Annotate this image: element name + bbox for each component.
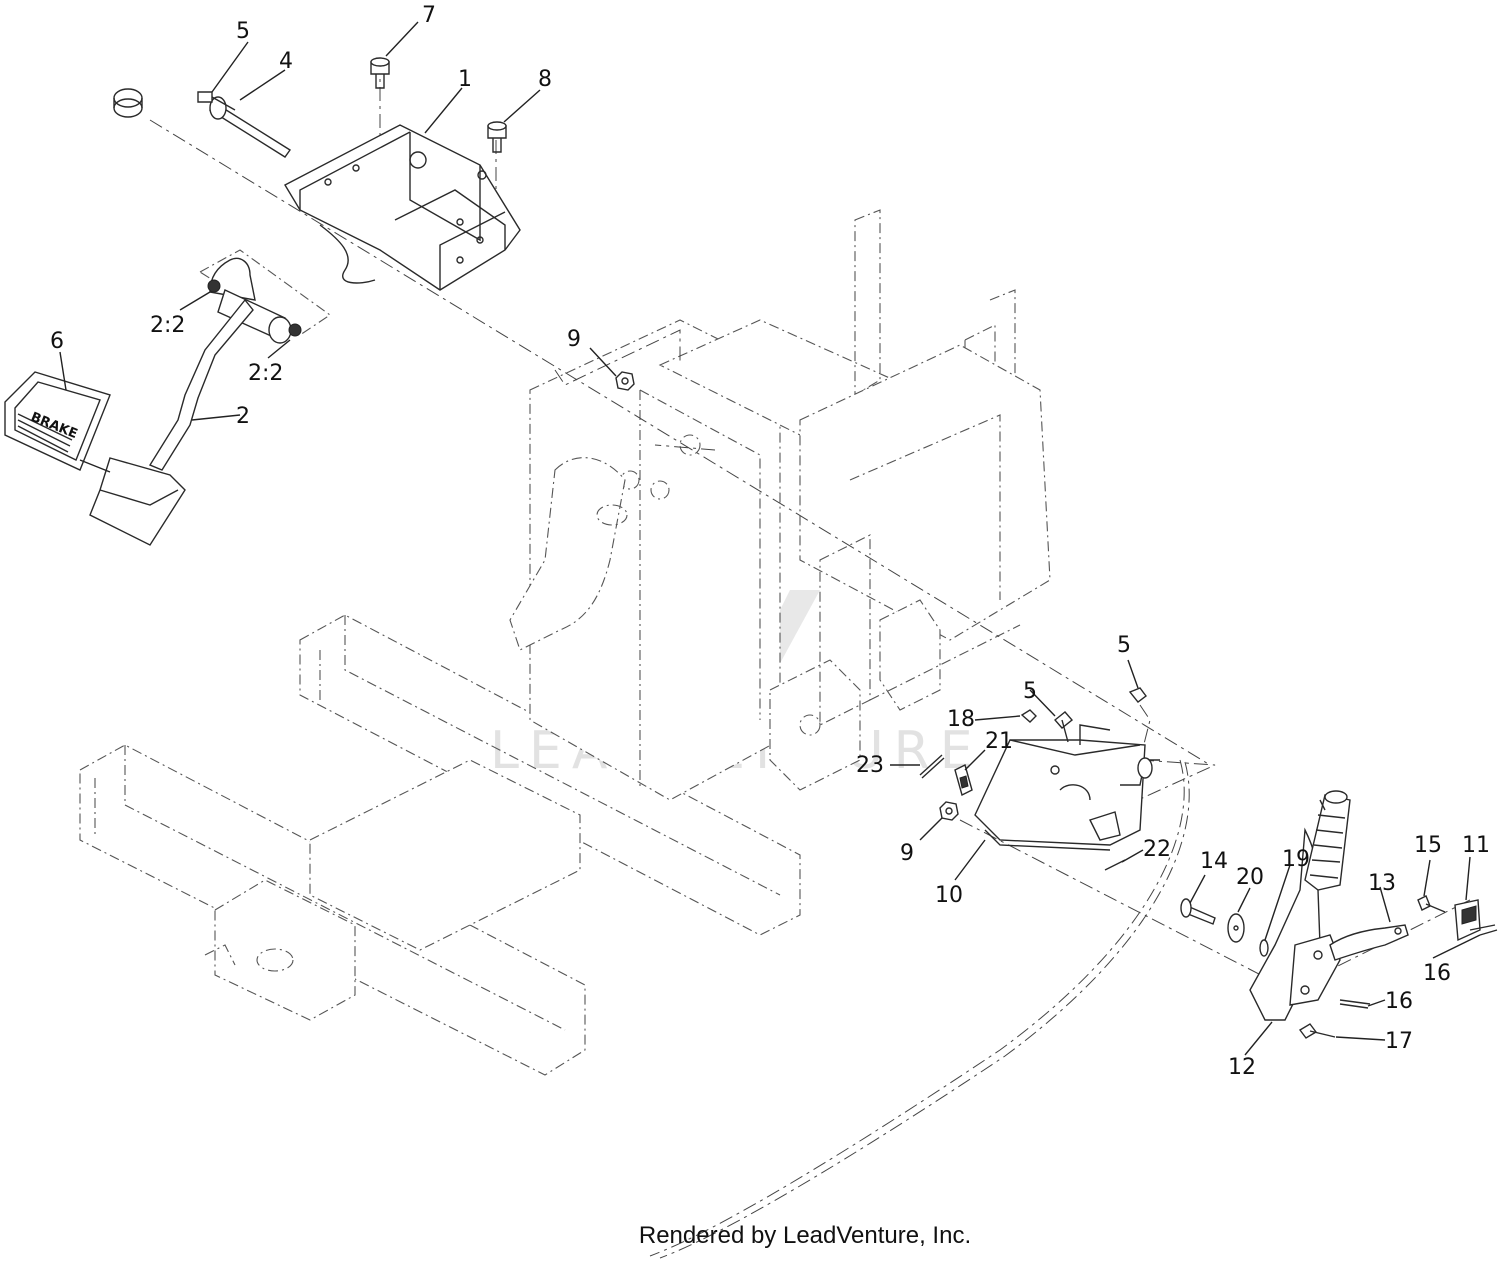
callout-18: 18 <box>947 707 975 732</box>
spring-clip <box>954 763 973 797</box>
hair-clip-16-upper <box>1469 924 1498 936</box>
callout-9-upper: 9 <box>567 327 581 352</box>
callout-19: 19 <box>1282 847 1310 872</box>
callout-16-lower: 16 <box>1385 989 1413 1014</box>
hex-nut-upper <box>615 371 635 391</box>
callout-16-upper: 16 <box>1423 961 1451 986</box>
callout-2-2-left: 2:2 <box>150 313 185 338</box>
callout-1: 1 <box>458 67 472 92</box>
hex-nut-lower <box>939 801 959 821</box>
callout-21: 21 <box>985 729 1013 754</box>
callout-23: 23 <box>856 753 884 778</box>
callout-6: 6 <box>50 329 64 354</box>
callout-5-middle: 5 <box>1023 679 1037 704</box>
callout-17: 17 <box>1385 1029 1413 1054</box>
footer-credit: Rendered by LeadVenture, Inc. <box>638 1222 972 1249</box>
cotter-pin-23 <box>919 754 945 779</box>
callout-9-lower: 9 <box>900 841 914 866</box>
screw-bracket-right <box>1128 687 1147 703</box>
callout-10: 10 <box>935 883 963 908</box>
nut-18 <box>1020 709 1037 723</box>
washer-19 <box>1259 939 1269 957</box>
bushing-cap <box>113 88 143 118</box>
callout-2-2-right: 2:2 <box>248 361 283 386</box>
park-brake-bracket <box>974 724 1160 851</box>
callout-11: 11 <box>1462 833 1490 858</box>
callout-7: 7 <box>422 3 436 28</box>
callout-8: 8 <box>538 67 552 92</box>
callout-2: 2 <box>236 404 250 429</box>
roll-pin-22 <box>1104 859 1126 871</box>
callout-14: 14 <box>1200 849 1228 874</box>
callout-4: 4 <box>279 49 293 74</box>
hair-clip-16-lower <box>1339 999 1371 1009</box>
callout-labels: 1 2 2:2 2:2 4 5 5 5 6 7 8 9 9 10 11 12 1… <box>50 3 1490 1080</box>
pedal-mount-bracket <box>284 124 521 291</box>
leader-lines <box>59 21 1481 1056</box>
cam-block <box>1454 899 1481 942</box>
bolt-15 <box>1417 895 1446 913</box>
flat-washer-20 <box>1227 913 1245 943</box>
brake-pedal-pad: BRAKE <box>4 371 186 546</box>
brake-pedal-arm <box>148 249 331 471</box>
assembly-centerlines <box>149 60 1471 1259</box>
screw-bracket-left <box>1053 711 1074 743</box>
park-brake-lever <box>1249 790 1351 1021</box>
callout-15: 15 <box>1414 833 1442 858</box>
callout-12: 12 <box>1228 1055 1256 1080</box>
clevis-pin-14 <box>1180 898 1216 925</box>
flange-bolt-8 <box>487 121 507 153</box>
callout-20: 20 <box>1236 865 1264 890</box>
screw-17 <box>1298 1023 1336 1039</box>
flange-bolt-7 <box>370 57 390 89</box>
callout-5-top: 5 <box>236 19 250 44</box>
hex-bolt-top-left <box>197 91 236 111</box>
callout-5-right: 5 <box>1117 633 1131 658</box>
link-arm <box>1329 924 1409 961</box>
callout-13: 13 <box>1368 871 1396 896</box>
callout-22: 22 <box>1143 837 1171 862</box>
pivot-pin <box>208 96 292 158</box>
chassis-frame <box>79 209 1051 1076</box>
